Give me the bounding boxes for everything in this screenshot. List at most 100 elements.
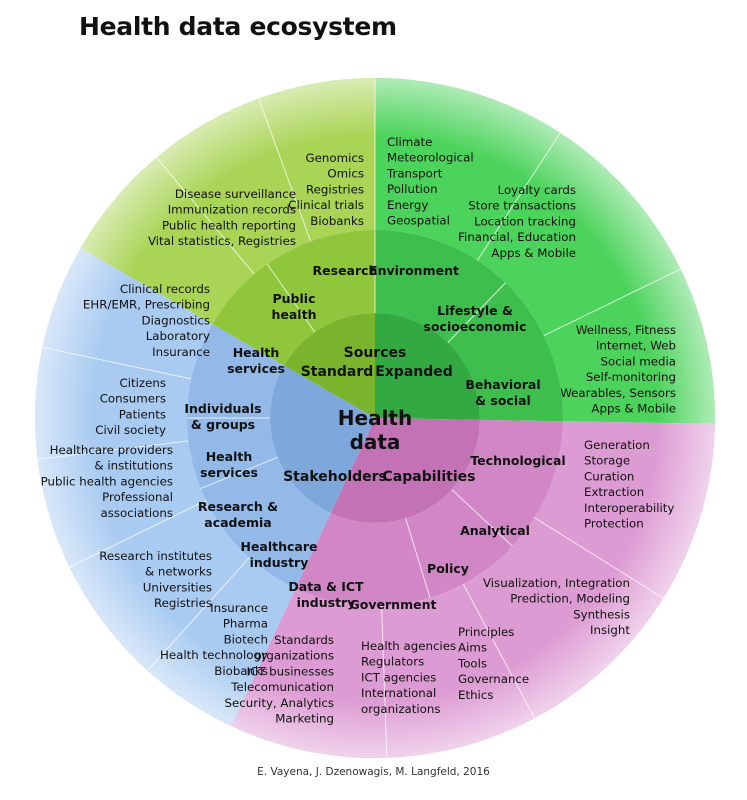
health-services-source-item: EHR/EMR, Prescribing (83, 298, 210, 312)
divider-line (156, 157, 255, 275)
lifestyle-item: Financial, Education (458, 230, 576, 244)
environment-item: Transport (386, 166, 443, 180)
subcategory-technological: Technological (470, 453, 565, 468)
individuals-item: Civil society (95, 423, 166, 437)
health-services-source-item: Diagnostics (142, 313, 210, 327)
subcategory-health-services-sources: services (227, 361, 285, 376)
research-academia-item: Registries (154, 596, 212, 610)
healthcare-industry-item: Biotech (224, 632, 268, 646)
category-stakeholders: Stakeholders (283, 469, 387, 485)
health-services-stakeholder-item: Healthcare providers (50, 443, 173, 457)
government-item: ICT agencies (361, 670, 436, 684)
data-ict-item: Standards (274, 633, 334, 647)
government-item: Regulators (361, 655, 424, 669)
credit-line: E. Vayena, J. Dzenowagis, M. Langfeld, 2… (257, 766, 490, 778)
public-health-item: Public health reporting (162, 218, 296, 232)
divider-line (266, 263, 316, 333)
analytical-item: Insight (590, 623, 630, 637)
behavioral-item: Wellness, Fitness (576, 323, 676, 337)
policy-item: Tools (457, 656, 487, 670)
divider-line (476, 132, 561, 261)
lifestyle-item: Apps & Mobile (491, 246, 576, 260)
environment-item: Energy (387, 198, 428, 212)
behavioral-item: Social media (601, 354, 676, 368)
subcategory-analytical: Analytical (460, 523, 530, 538)
subcategory-individuals: & groups (191, 417, 255, 432)
technological-item: Curation (584, 469, 634, 483)
divider-line (451, 489, 513, 547)
divider-line (534, 517, 664, 599)
individuals-item: Patients (119, 407, 166, 421)
analytical-item: Visualization, Integration (483, 576, 630, 590)
subcategory-research: Research (313, 263, 378, 278)
lifestyle-item: Store transactions (468, 199, 576, 213)
data-ict-item: ICT businesses (247, 664, 335, 678)
subcategory-public-health: Public (273, 291, 316, 306)
individuals-item: Consumers (100, 392, 166, 406)
divider-line (42, 346, 192, 380)
divider-line (37, 440, 189, 460)
health-services-source-item: Laboratory (146, 329, 210, 343)
divider-line (258, 98, 312, 242)
divider-line (69, 499, 207, 568)
behavioral-item: Self-monitoring (586, 370, 676, 384)
policy-item: Governance (458, 672, 529, 686)
public-health-item: Vital statistics, Registries (148, 234, 296, 248)
subcategory-lifestyle: socioeconomic (424, 319, 527, 334)
subcategory-behavioral: Behavioral (465, 377, 540, 392)
technological-item: Protection (584, 517, 644, 531)
healthcare-industry-item: Insurance (210, 601, 268, 615)
technological-item: Generation (584, 438, 650, 452)
public-health-item: Immunization records (168, 203, 296, 217)
health-services-stakeholder-item: associations (101, 506, 173, 520)
behavioral-item: Wearables, Sensors (560, 386, 676, 400)
technological-item: Interoperability (584, 501, 674, 515)
divider-line (462, 583, 536, 719)
subcategory-government: Government (350, 597, 437, 612)
behavioral-item: Internet, Web (596, 339, 676, 353)
subcategory-research-academia: academia (204, 515, 271, 530)
category-capabilities: Capabilities (383, 469, 476, 485)
healthcare-industry-item: Health technology (160, 648, 268, 662)
data-ict-item: Marketing (275, 712, 334, 726)
data-ict-item: organizations (255, 649, 335, 663)
diagram-title: Health data ecosystem (79, 12, 397, 41)
environment-item: Meteorological (387, 151, 474, 165)
category-sources: Sources (344, 345, 407, 361)
subcategory-healthcare-industry: Healthcare (240, 539, 317, 554)
subcategory-lifestyle: Lifestyle & (437, 303, 513, 318)
subcategory-health-services-stakeholders: services (200, 465, 258, 480)
subcategory-healthcare-industry: industry (250, 555, 309, 570)
research-academia-item: Research institutes (99, 549, 212, 563)
subcategory-health-services-stakeholders: Health (206, 449, 253, 464)
individuals-item: Citizens (120, 376, 167, 390)
sector-dividers (37, 78, 681, 758)
subcategory-research-academia: Research & (198, 499, 278, 514)
healthcare-industry-item: Pharma (223, 617, 268, 631)
research-item: Biobanks (310, 214, 364, 228)
health-services-source-item: Clinical records (120, 282, 210, 296)
subcategory-health-services-sources: Health (233, 345, 280, 360)
lifestyle-item: Loyalty cards (498, 183, 576, 197)
health-services-stakeholder-item: Professional (102, 490, 173, 504)
research-item: Omics (327, 167, 364, 181)
environment-item: Climate (387, 135, 432, 149)
health-services-stakeholder-item: Public health agencies (41, 474, 173, 488)
divider-line (147, 557, 250, 672)
category-expanded: Expanded (375, 364, 453, 380)
policy-item: Aims (458, 641, 487, 655)
subcategory-public-health: health (272, 307, 317, 322)
subcategory-individuals: Individuals (184, 401, 261, 416)
data-ict-item: Security, Analytics (224, 696, 334, 710)
category-standard: Standard (301, 364, 374, 380)
divider-line (381, 605, 388, 758)
divider-line (405, 518, 431, 598)
subcategory-data-ict: industry (297, 595, 356, 610)
research-item: Registries (306, 182, 364, 196)
divider-line (447, 282, 506, 343)
research-item: Genomics (306, 151, 365, 165)
environment-item: Pollution (387, 182, 438, 196)
research-academia-item: & networks (145, 565, 212, 579)
subcategory-policy: Policy (427, 561, 469, 576)
policy-item: Ethics (458, 688, 493, 702)
